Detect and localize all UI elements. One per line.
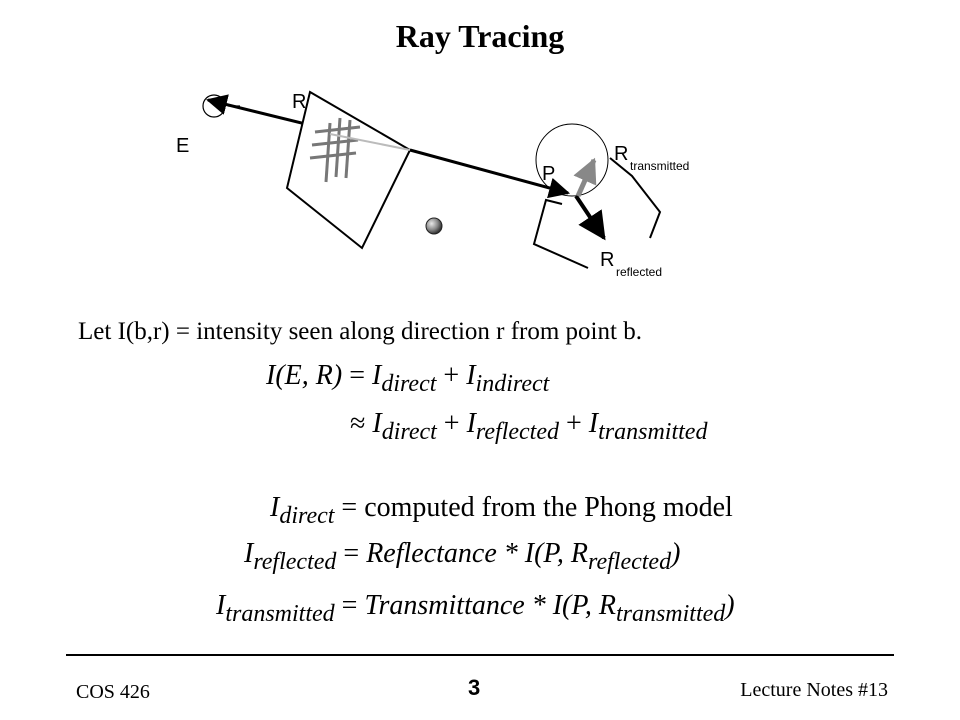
light-source-icon xyxy=(425,217,443,235)
page-title: Ray Tracing xyxy=(395,18,565,54)
footer-divider xyxy=(66,654,894,656)
lecture-notes-label: Lecture Notes #13 xyxy=(740,679,888,701)
ray-to-point xyxy=(329,133,571,199)
r-reflected-sub: reflected xyxy=(616,265,662,279)
equation-transmitted: Itransmitted = Transmittance * I(P, Rtra… xyxy=(216,590,735,627)
transmitted-ray xyxy=(573,157,597,198)
equation-1: I(E, R) = Idirect + Iindirect xyxy=(266,360,550,397)
surface-circle xyxy=(535,123,609,197)
page-number: 3 xyxy=(468,675,481,700)
r-transmitted-sub: transmitted xyxy=(630,159,689,173)
r-transmitted-main: R xyxy=(614,143,628,165)
ray-tracing-diagram: E R P R transmitted R reflected xyxy=(176,90,689,279)
equation-reflected: Ireflected = Reflectance * I(P, Rreflect… xyxy=(244,538,681,575)
point-label: P xyxy=(542,163,555,185)
eye-label: E xyxy=(176,135,189,157)
image-plane xyxy=(285,90,412,250)
ray-label: R xyxy=(292,91,306,113)
intro-text: Let I(b,r) = intensity seen along direct… xyxy=(78,318,642,345)
reflected-ray xyxy=(574,194,606,241)
equation-2: ≈ Idirect + Ireflected + Itransmitted xyxy=(350,408,708,445)
r-reflected-main: R xyxy=(600,249,614,271)
course-label: COS 426 xyxy=(76,681,150,703)
reflected-surface xyxy=(532,198,589,269)
equation-direct: Idirect = computed from the Phong model xyxy=(270,492,733,529)
transmitted-surface xyxy=(609,157,662,239)
